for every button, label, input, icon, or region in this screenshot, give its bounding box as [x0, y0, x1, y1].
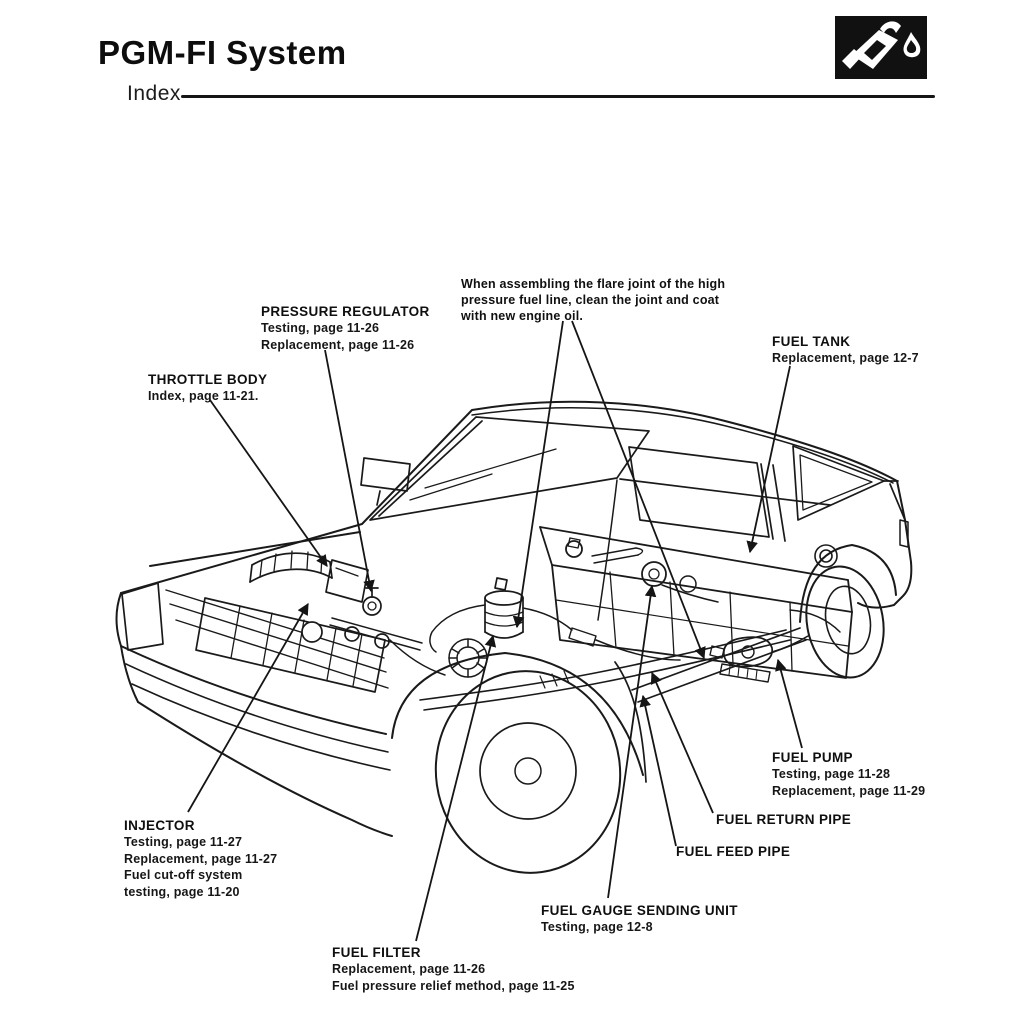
note-callout: When assembling the flare joint of the h…: [461, 276, 725, 324]
callout-title: FUEL TANK: [772, 334, 851, 349]
leader-note-right: [571, 320, 706, 660]
leader-pressure-regulator: [324, 349, 375, 593]
callout-detail: Replacement, page 11-27: [124, 851, 278, 866]
callout-title: FUEL FEED PIPE: [676, 844, 791, 859]
callout-detail: Index, page 11-21.: [148, 389, 259, 403]
callout-detail: Replacement, page 11-29: [772, 783, 926, 798]
fuel-pump-drawing: [709, 635, 809, 683]
callout-title: FUEL FILTER: [332, 945, 421, 960]
leader-fuel-gauge-sending-unit: [607, 584, 657, 899]
callout-pressure-regulator: PRESSURE REGULATOR Testing, page 11-26 R…: [261, 303, 430, 353]
throttle-body-part: [325, 559, 369, 603]
callout-title: PRESSURE REGULATOR: [261, 304, 430, 319]
fuel-filter-drawing: [429, 577, 681, 661]
page-subtitle: Index: [127, 82, 181, 105]
fuel-lines: [419, 629, 791, 711]
callout-fuel-tank: FUEL TANK Replacement, page 12-7: [772, 333, 919, 367]
page-title: PGM-FI System: [98, 34, 347, 71]
callout-detail: Replacement, page 11-26: [261, 337, 415, 352]
index-rule: [181, 95, 935, 98]
coiled-hose: [448, 638, 488, 678]
rear-wheel: [799, 544, 897, 679]
callout-title: INJECTOR: [124, 818, 195, 833]
leader-note-left: [512, 320, 564, 629]
callout-detail: Testing, page 11-27: [124, 835, 243, 849]
fuel-filler-cap: [814, 544, 838, 568]
callout-fuel-feed-pipe: FUEL FEED PIPE: [676, 843, 790, 860]
callout-detail: Fuel pressure relief method, page 11-25: [332, 978, 575, 993]
callout-detail: testing, page 11-20: [124, 884, 240, 899]
callout-detail: Testing, page 11-28: [772, 767, 891, 781]
callout-fuel-filter: FUEL FILTER Replacement, page 11-26 Fuel…: [332, 944, 575, 994]
callout-detail: Replacement, page 11-26: [332, 962, 486, 976]
callout-title: FUEL GAUGE SENDING UNIT: [541, 903, 738, 918]
pressure-regulator-part: [362, 587, 382, 616]
callout-throttle-body: THROTTLE BODY Index, page 11-21.: [148, 371, 267, 405]
callout-fuel-pump: FUEL PUMP Testing, page 11-28 Replacemen…: [772, 749, 925, 799]
callout-fuel-return-pipe: FUEL RETURN PIPE: [716, 811, 851, 828]
note-line: pressure fuel line, clean the joint and …: [461, 293, 720, 307]
callout-injector: INJECTOR Testing, page 11-27 Replacement…: [124, 817, 277, 900]
engine: [195, 550, 446, 693]
front-wheel: [391, 652, 644, 874]
leader-fuel-pump: [775, 658, 803, 749]
fuel-nozzle-icon: [835, 16, 927, 79]
windows: [369, 416, 906, 621]
fuel-gauge-sending-unit-part: [641, 561, 667, 587]
car-body: [115, 400, 913, 837]
leader-injector: [187, 602, 309, 813]
leader-fuel-feed-pipe: [639, 694, 677, 847]
fuel-feed-pipe-part: [423, 639, 791, 711]
callout-detail: Replacement, page 12-7: [772, 351, 919, 365]
fuel-tank-drawing: [539, 526, 853, 679]
note-line: When assembling the flare joint of the h…: [461, 277, 726, 291]
leader-throttle-body: [209, 399, 328, 567]
callout-fuel-gauge-sending-unit: FUEL GAUGE SENDING UNIT Testing, page 12…: [541, 902, 738, 936]
callout-title: FUEL PUMP: [772, 750, 853, 765]
callout-detail: Testing, page 12-8: [541, 920, 653, 934]
callout-detail: Testing, page 11-26: [261, 321, 380, 335]
leader-fuel-return-pipe: [650, 671, 714, 814]
injector-part: [344, 626, 360, 642]
callout-detail: Fuel cut-off system: [124, 868, 243, 882]
leader-fuel-filter: [415, 634, 497, 942]
car-line-art: [115, 400, 913, 874]
leader-lines: [187, 320, 803, 942]
callout-title: THROTTLE BODY: [148, 372, 268, 387]
callout-title: FUEL RETURN PIPE: [716, 812, 852, 827]
side-mirror: [360, 457, 411, 506]
fuel-return-pipe-part: [419, 629, 787, 701]
note-line: with new engine oil.: [461, 309, 584, 323]
leader-fuel-tank: [746, 365, 791, 554]
